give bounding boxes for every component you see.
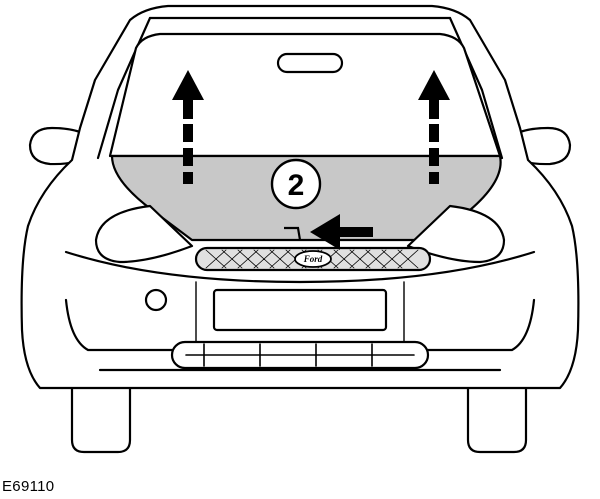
upward-arrow-icon [172,70,204,184]
left-tyre [70,378,132,454]
fog-lamp [144,288,168,312]
number-plate [212,288,388,332]
right-headlight [406,204,506,264]
left-headlight [94,204,194,264]
car-front-diagram: Ford 2 [20,4,580,454]
release-lever [284,226,302,241]
step-callout: 2 [270,158,322,210]
badge-label: Ford [303,254,323,264]
lower-grille-bars [185,343,415,367]
right-tyre [466,378,528,454]
step-number: 2 [288,169,305,202]
rear-view-mirror [276,52,344,74]
ford-badge-icon: Ford [294,250,332,268]
left-arrow-icon [310,214,373,250]
bumper-line [64,250,536,284]
upward-arrow-icon [418,70,450,184]
reference-code: E69110 [2,478,55,495]
